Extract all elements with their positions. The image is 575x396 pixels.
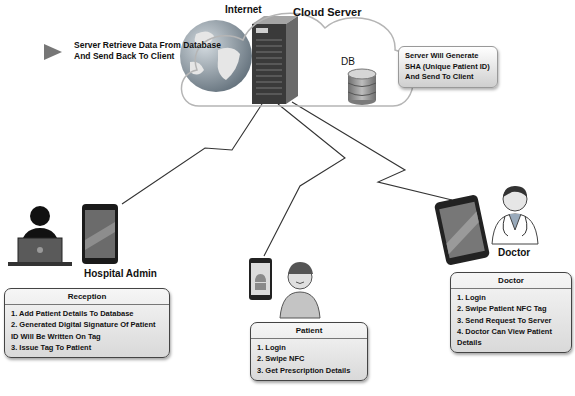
cloud-label: DB	[341, 56, 355, 67]
step-item: 2. Swipe Patient NFC Tag	[457, 303, 565, 314]
cloud-label: Cloud Server	[293, 6, 361, 18]
step-list-box: Patient 1. Login2. Swipe NFC3. Get Prescr…	[250, 322, 368, 381]
step-list-box: Reception 1. Add Patient Details To Datab…	[4, 288, 170, 358]
network-wire	[122, 102, 452, 256]
phone-icon	[249, 258, 272, 300]
admin-figure	[8, 206, 72, 266]
patient-figure	[280, 262, 320, 318]
note-text: Server Will Generate SHA (Unique Patient…	[405, 51, 491, 83]
database-icon	[348, 69, 376, 105]
box-heading: Patient	[251, 323, 367, 339]
step-item: 3. Get Prescription Details	[257, 365, 361, 376]
cloud-label: Internet	[225, 4, 262, 15]
tablet-icon	[82, 204, 118, 264]
globe-icon	[180, 20, 252, 92]
box-heading: Doctor	[451, 273, 571, 289]
step-item: 1. Add Patient Details To Database	[11, 308, 163, 319]
box-heading: Reception	[5, 289, 169, 305]
step-item: 2. Swipe NFC	[257, 353, 361, 364]
step-item: 3. Issue Tag To Patient	[11, 342, 163, 353]
phone-icon	[434, 194, 490, 266]
note-label: Server Retrieve Data From Database And S…	[74, 40, 226, 63]
step-item: 4. Doctor Can View Patient Details	[457, 326, 565, 349]
cloud-outline	[181, 13, 413, 106]
cloud-outline	[175, 2, 420, 114]
cloud-shape: Internet Cloud ServerDB	[175, 2, 420, 114]
actor-label: Doctor	[498, 247, 530, 259]
doctor-figure	[492, 186, 538, 244]
step-list-box: Doctor 1. Login2. Swipe Patient NFC Tag3.…	[450, 272, 572, 353]
step-item: 2. Generated Digital Signature Of Patien…	[11, 319, 163, 342]
step-item: 1. Login	[257, 342, 361, 353]
step-item: 3. Send Request To Server	[457, 315, 565, 326]
server-tower	[252, 16, 298, 104]
pointer-triangle	[44, 44, 62, 60]
actor-label: Hospital Admin	[84, 268, 157, 280]
step-item: 1. Login	[457, 292, 565, 303]
note-box: Server Will Generate SHA (Unique Patient…	[398, 46, 498, 88]
